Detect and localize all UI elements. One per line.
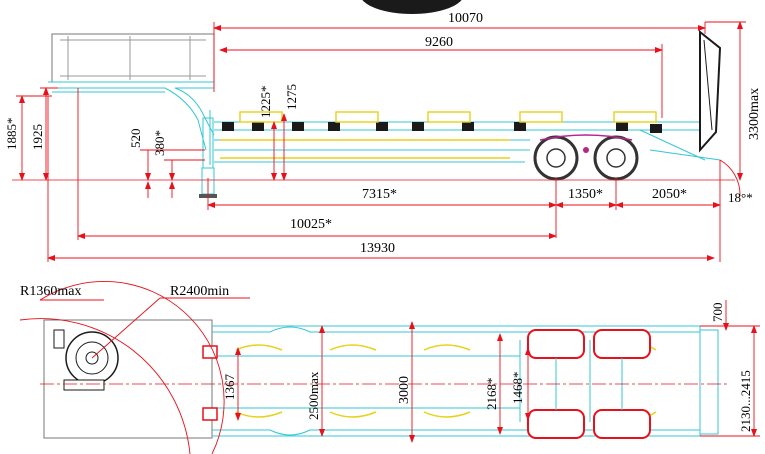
top-tires: [527, 329, 651, 439]
rear-ramp: [699, 29, 722, 153]
dim-overall-length: 13930: [360, 241, 395, 256]
dim-ramp-700: 700: [710, 303, 725, 323]
dim-width-2500: 2500max: [306, 371, 321, 420]
dim-radius-turn: R2400min: [170, 284, 229, 299]
turning-radii: [19, 281, 250, 454]
dim-width-1367: 1367: [222, 374, 237, 401]
dim-deck-length: 9260: [425, 35, 453, 50]
top-dimension-lines: [235, 300, 760, 443]
dim-width-2168: 2168*: [484, 378, 499, 411]
top-landing-gear: [202, 345, 218, 421]
dim-length-7315: 7315*: [362, 187, 397, 202]
cropped-object: [362, 0, 462, 14]
side-view: 10070 9260 3300max 1885* 1925 1225* 1275…: [4, 0, 762, 262]
top-view: R1360max R2400min 1367 2500max 3000 2168…: [19, 281, 760, 454]
dim-top-overall: 10070: [448, 11, 483, 26]
dim-width-1468: 1468*: [510, 372, 525, 405]
dim-height-1275: 1275: [284, 84, 299, 110]
dim-rear-overhang: 2050*: [652, 187, 687, 202]
dim-gooseneck-1885: 1885*: [4, 118, 19, 151]
deck-brackets: [222, 122, 662, 133]
dim-height-380: 380*: [152, 130, 167, 156]
dim-height-520: 520: [128, 129, 143, 149]
dim-radius-front: R1360max: [20, 284, 81, 299]
fifth-wheel: [53, 329, 119, 391]
dim-axle-spacing: 1350*: [568, 187, 603, 202]
dim-ramp-width: 2130...2415: [738, 370, 753, 432]
side-dimension-lines: [16, 21, 746, 262]
dim-length-10025: 10025*: [290, 217, 332, 232]
trailer-deck: [209, 110, 721, 165]
dim-ramp-angle: 18°*: [728, 190, 753, 205]
wheels: [533, 134, 639, 181]
dim-height-1225: 1225*: [258, 86, 273, 119]
dim-width-3000: 3000: [397, 376, 412, 404]
top-outline: [43, 319, 719, 439]
dim-gooseneck-1925: 1925: [30, 124, 45, 150]
dim-height-max: 3300max: [747, 88, 762, 140]
